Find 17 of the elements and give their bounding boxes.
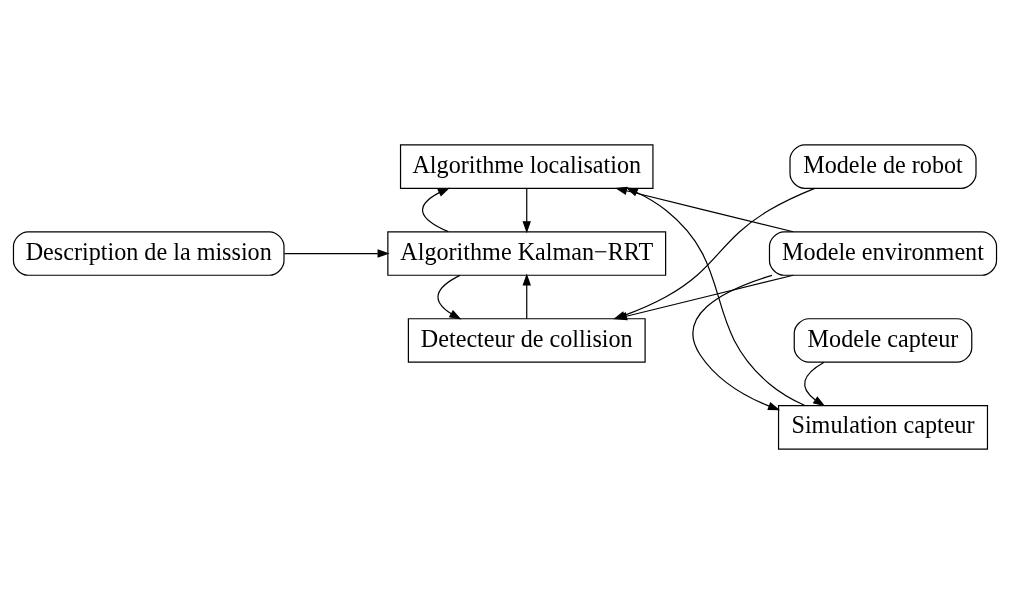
node-box: Modele environment — [768, 230, 998, 276]
arrow — [692, 274, 781, 410]
node-box: Detecteur de collision — [407, 317, 646, 363]
arrow — [522, 187, 531, 233]
node-box: Description de la mission — [12, 230, 285, 276]
node-box: Modele capteur — [793, 317, 973, 363]
node-box: Algorithme localisation — [399, 143, 654, 189]
arrow — [422, 187, 450, 232]
arrow — [283, 248, 390, 258]
arrow — [804, 361, 826, 406]
arrow — [522, 273, 531, 319]
arrow — [437, 274, 462, 319]
node-box: Simulation capteur — [777, 404, 989, 450]
arrow — [615, 186, 794, 232]
arrow — [625, 187, 806, 406]
node-box: Algorithme Kalman−RRT — [387, 230, 667, 276]
node-box: Modele de robot — [789, 143, 977, 189]
